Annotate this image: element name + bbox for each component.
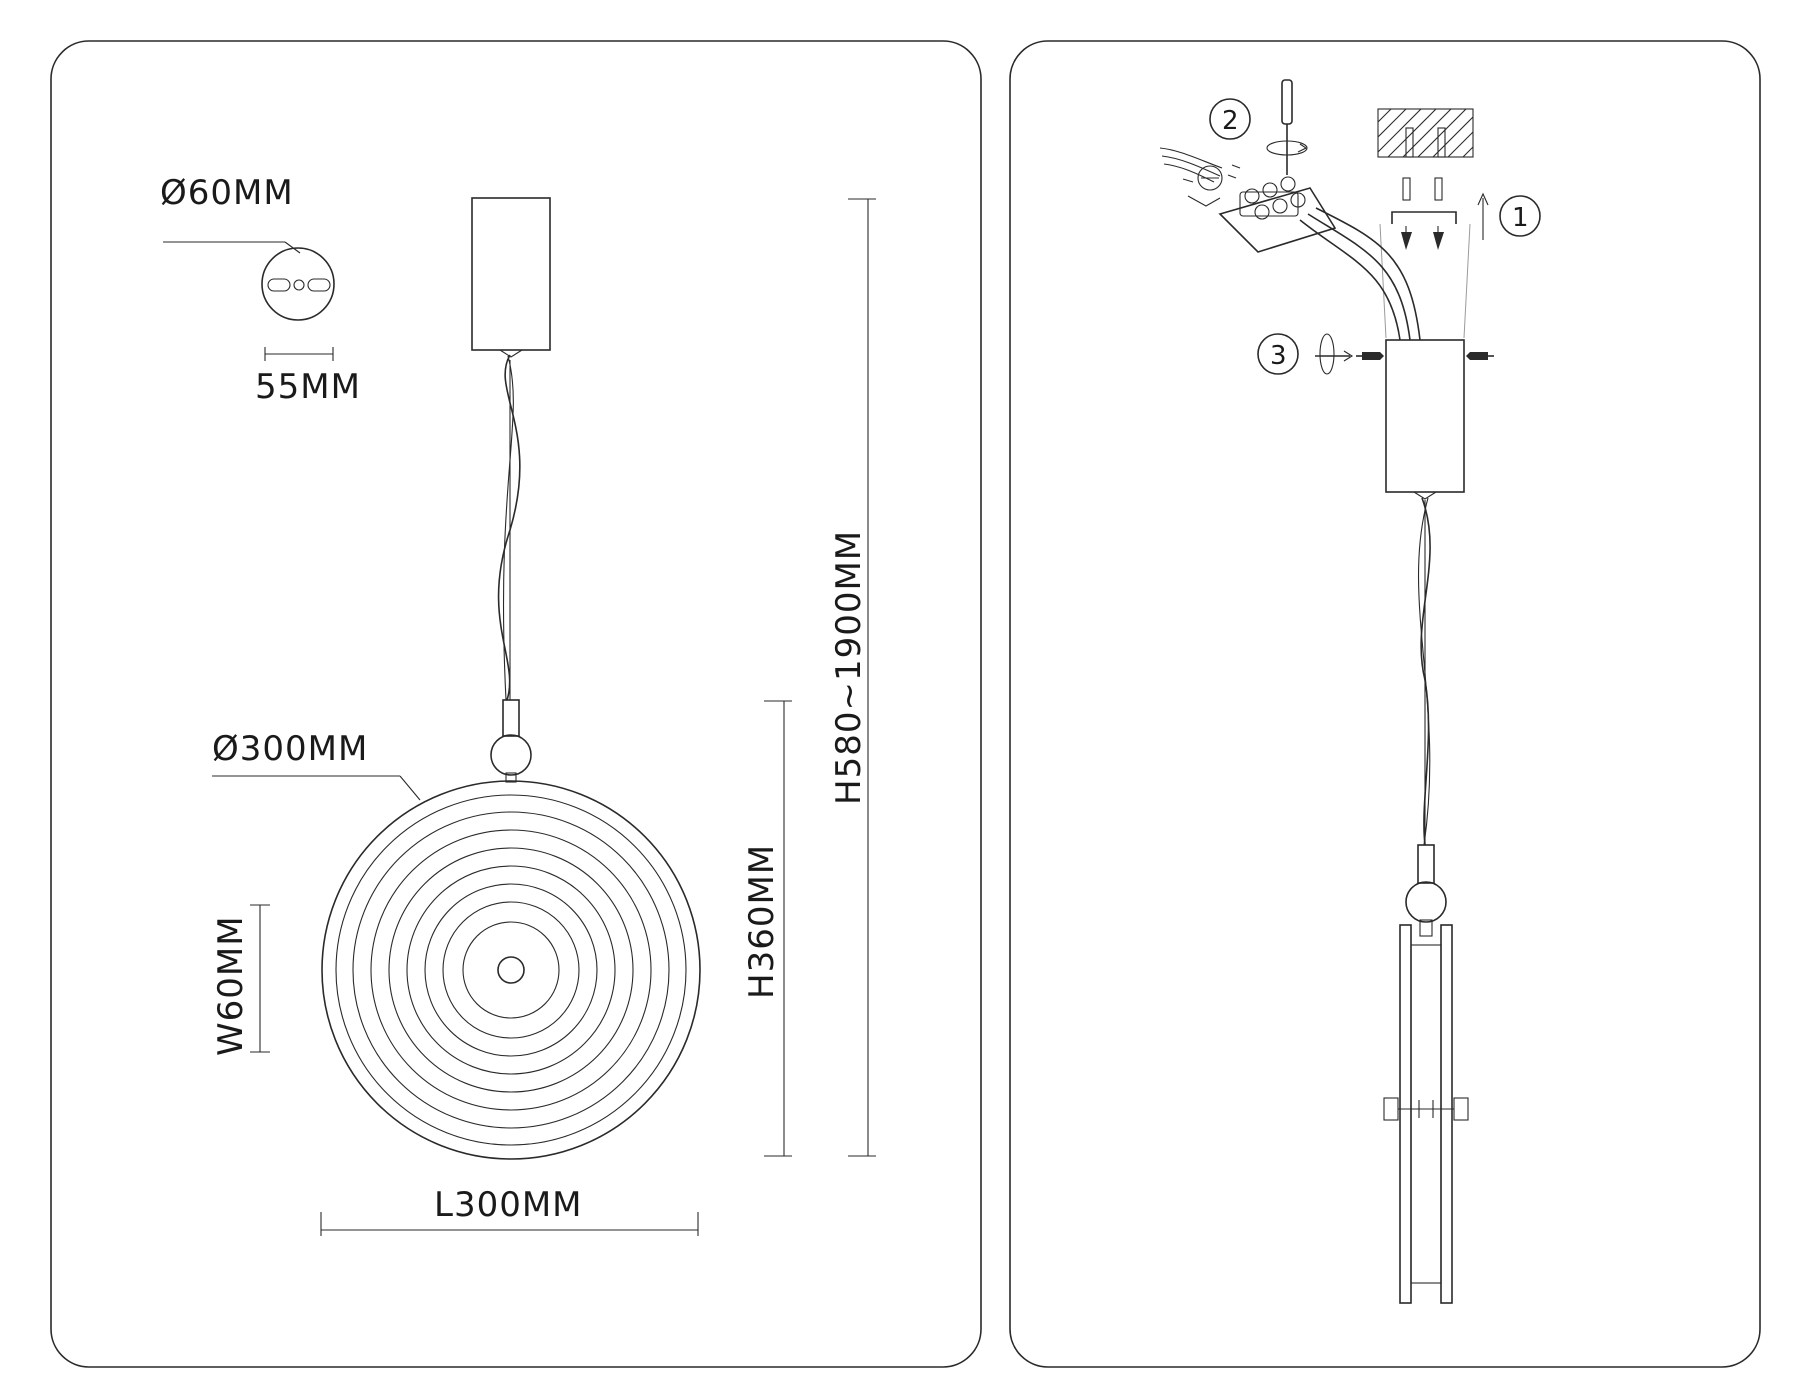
guide-line-left [1379, 223, 1387, 339]
step-3-badge: 3 [1257, 333, 1299, 375]
guide-line-right [1463, 223, 1471, 339]
rotate-arrow-icon [1315, 333, 1354, 375]
ceiling-hatch [1377, 108, 1474, 158]
total-height-label: H580~1900MM [829, 530, 869, 805]
step-3-number: 3 [1270, 341, 1287, 371]
mounting-bracket [1391, 177, 1457, 250]
supply-wires [1299, 207, 1421, 341]
total-height-dimension [848, 198, 876, 1157]
step-2-badge: 2 [1209, 98, 1251, 140]
right-panel [1009, 40, 1761, 1368]
step-1-number: 1 [1512, 203, 1529, 233]
terminal-block [1197, 165, 1337, 253]
wire-ends [1159, 147, 1241, 207]
length-dimension [320, 1212, 699, 1236]
step-1-badge: 1 [1499, 195, 1541, 237]
pendant-front-view [321, 197, 701, 1160]
disc-height-label: H360MM [742, 844, 782, 999]
step-1-arrow [1477, 192, 1489, 240]
width-label: W60MM [211, 915, 251, 1056]
width-dimension [250, 904, 270, 1053]
canopy-diameter-label: Ø60MM [160, 173, 294, 213]
pendant-side-view [1383, 491, 1469, 1304]
disc-diameter-leader [212, 775, 421, 801]
disc-diameter-label: Ø300MM [212, 729, 368, 769]
length-label: L300MM [434, 1185, 583, 1225]
left-panel [50, 40, 982, 1368]
disc-height-dimension [764, 700, 792, 1157]
canopy-width-label: 55MM [255, 367, 361, 407]
canopy-top-view [163, 241, 335, 361]
screwdriver-icon [1266, 79, 1308, 175]
canopy-side-view [1356, 339, 1494, 493]
step-2-number: 2 [1222, 106, 1239, 136]
